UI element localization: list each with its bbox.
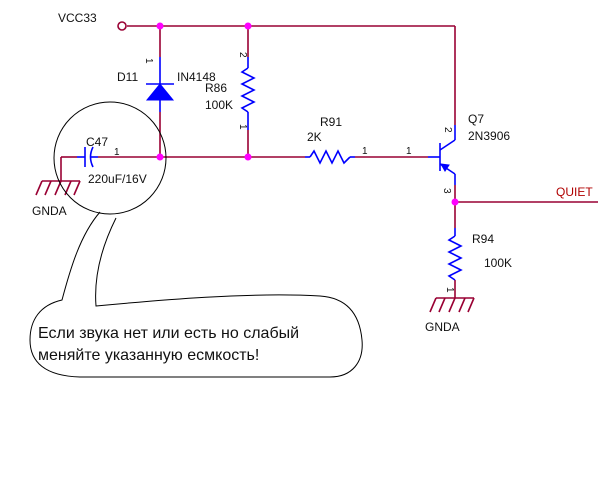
junction-dot [156,153,164,161]
r86-value-label: 100K [205,98,233,112]
c47-value-label: 220uF/16V [88,172,147,186]
r94-pin-label: 1 [444,287,455,293]
q7-emitter-arrow [440,163,450,172]
q7-ref-label: Q7 [468,112,484,126]
diode-value-label: IN4148 [177,70,216,84]
r86-pin-bottom: 1 [237,124,248,130]
ground-left: GNDA [32,180,81,218]
r91-pin-left: 1 [362,146,368,157]
callout-text-line2: меняйте указанную есмкость! [38,347,259,364]
callout-circle [53,101,167,215]
diode-triangle [145,83,175,101]
gnd-right-label: GNDA [425,320,460,334]
resistor-r91: R91 2K 1 1 [305,115,412,165]
diode-pin-label: 1 [143,58,154,64]
r91-zigzag [309,149,351,165]
junction-dot [244,22,252,30]
q7-value-label: 2N3906 [468,129,510,143]
vcc-net-label: VCC33 [58,11,97,25]
r91-value-label: 2K [307,130,322,144]
r86-zigzag [240,67,256,113]
quiet-net-label: QUIET [556,185,593,199]
c47-ref-label: C47 [86,135,108,149]
q7-collector-lead [439,139,456,151]
r86-pin-top: 2 [237,52,248,58]
r86-ref-label: R86 [205,81,227,95]
callout-text-line1: Если звука нет или есть но слабый [38,325,299,342]
r91-ref-label: R91 [320,115,342,129]
gnd-left-label: GNDA [32,204,67,218]
r94-zigzag [447,235,463,281]
q7-pin-collector: 2 [442,127,453,133]
callout-bubble [29,211,363,378]
ground-right: GNDA [425,297,475,334]
vcc-connector-circle [117,21,127,31]
junction-dot [156,22,164,30]
r94-value-label: 100K [484,256,512,270]
capacitor-c47: C47 1 220uF/16V [77,135,147,186]
transistor-q7: 2 3 Q7 2N3906 [428,112,510,194]
junction-dot [244,153,252,161]
diode-d11: 1 D11 IN4148 [117,57,216,112]
c47-pin-label: 1 [114,147,120,158]
junction-dot [451,198,459,206]
resistor-r86: 2 1 R86 100K [205,52,256,130]
r94-ref-label: R94 [472,232,494,246]
resistor-r94: 1 R94 100K [444,228,512,293]
junctions [156,22,459,206]
q7-pin-emitter: 3 [441,188,452,194]
diode-ref-label: D11 [117,70,138,84]
vcc-terminal: VCC33 [58,11,127,31]
r91-pin-right: 1 [406,146,412,157]
wires [60,25,598,298]
